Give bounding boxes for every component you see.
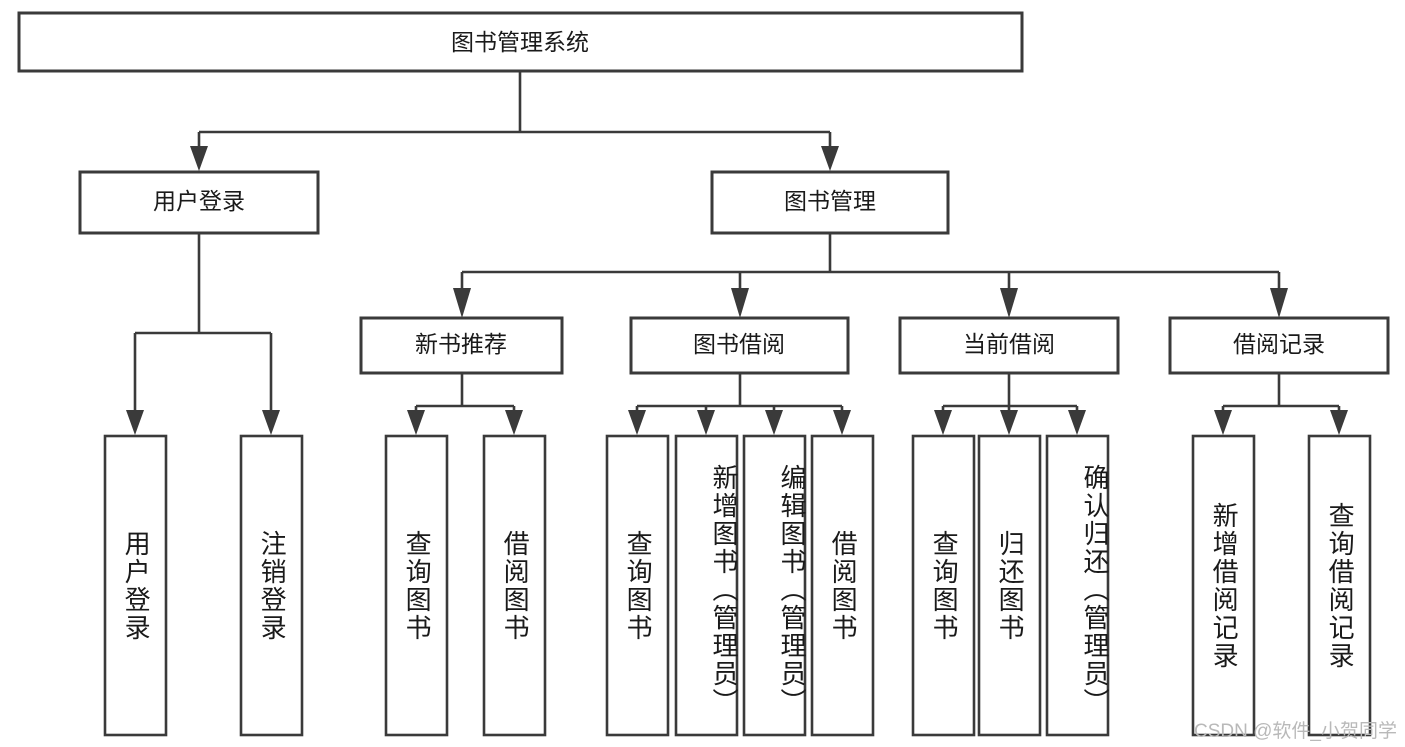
node-new-book-rec-box[interactable]: [359, 316, 564, 375]
node-current-borrow-label: 当前借阅: [963, 331, 1055, 357]
node-book-manage-label: 图书管理: [784, 188, 876, 214]
node-book-borrow-box[interactable]: [629, 316, 850, 375]
node-book-manage[interactable]: 图书管理: [710, 170, 950, 235]
arrow-head-leaf-query-book-3: [934, 410, 952, 435]
node-root[interactable]: 图书管理系统: [17, 11, 1024, 73]
node-user-login[interactable]: 用户登录: [78, 170, 320, 235]
node-user-login-label: 用户登录: [153, 188, 245, 214]
node-root-box[interactable]: [17, 11, 1024, 73]
node-current-borrow[interactable]: 当前借阅: [898, 316, 1120, 375]
arrow-head-leaf-user-login: [126, 410, 144, 435]
watermark-text: CSDN @软件_小贺同学: [1194, 721, 1397, 742]
arrow-head-book-borrow: [731, 288, 749, 318]
node-leaf-query-book-3-box[interactable]: [911, 434, 976, 737]
node-leaf-borrow-book-1-box[interactable]: [482, 434, 547, 737]
node-leaf-return-book-box[interactable]: [977, 434, 1042, 737]
node-book-borrow[interactable]: 图书借阅: [629, 316, 850, 375]
arrow-head-leaf-confirm-return: [1068, 410, 1086, 435]
arrow-head-borrow-record: [1270, 288, 1288, 318]
arrow-head-leaf-query-book-2: [628, 410, 646, 435]
connector-layer: [126, 71, 1348, 435]
node-borrow-record[interactable]: 借阅记录: [1168, 316, 1390, 375]
arrow-head-new-book-rec: [453, 288, 471, 318]
arrow-head-user-login: [190, 146, 208, 171]
arrow-head-current-borrow: [1000, 288, 1018, 318]
node-leaf-confirm-return-box[interactable]: [1045, 434, 1110, 737]
node-borrow-record-box[interactable]: [1168, 316, 1390, 375]
node-leaf-user-logout-box[interactable]: [239, 434, 304, 737]
node-leaf-borrow-book-2-box[interactable]: [810, 434, 875, 737]
arrow-head-book-manage: [821, 146, 839, 171]
node-current-borrow-box[interactable]: [898, 316, 1120, 375]
arrow-head-leaf-query-book-1: [407, 410, 425, 435]
node-new-book-rec[interactable]: 新书推荐: [359, 316, 564, 375]
arrow-head-leaf-borrow-book-2: [833, 410, 851, 435]
node-layer: 图书管理系统 用户登录 图书管理 新书推荐 图书借阅 当前: [17, 11, 1390, 737]
arrow-head-leaf-user-logout: [262, 410, 280, 435]
node-borrow-record-label: 借阅记录: [1233, 331, 1325, 357]
arrow-head-leaf-return-book: [1000, 410, 1018, 435]
node-leaf-query-book-1-box[interactable]: [384, 434, 449, 737]
node-user-login-box[interactable]: [78, 170, 320, 235]
arrow-head-leaf-query-record: [1330, 410, 1348, 435]
arrow-head-leaf-borrow-book-1: [505, 410, 523, 435]
arrow-head-leaf-add-book: [697, 410, 715, 435]
node-book-borrow-label: 图书借阅: [693, 331, 785, 357]
node-leaf-add-book-box[interactable]: [674, 434, 739, 737]
node-book-manage-box[interactable]: [710, 170, 950, 235]
node-leaf-add-record-box[interactable]: [1191, 434, 1256, 737]
node-root-label: 图书管理系统: [451, 29, 589, 55]
node-new-book-rec-label: 新书推荐: [415, 331, 507, 357]
node-leaf-user-login-box[interactable]: [103, 434, 168, 737]
node-leaf-query-book-2-box[interactable]: [605, 434, 670, 737]
arrow-head-leaf-edit-book: [765, 410, 783, 435]
node-leaf-query-record-box[interactable]: [1307, 434, 1372, 737]
arrow-head-leaf-add-record: [1214, 410, 1232, 435]
node-leaf-edit-book-box[interactable]: [742, 434, 807, 737]
